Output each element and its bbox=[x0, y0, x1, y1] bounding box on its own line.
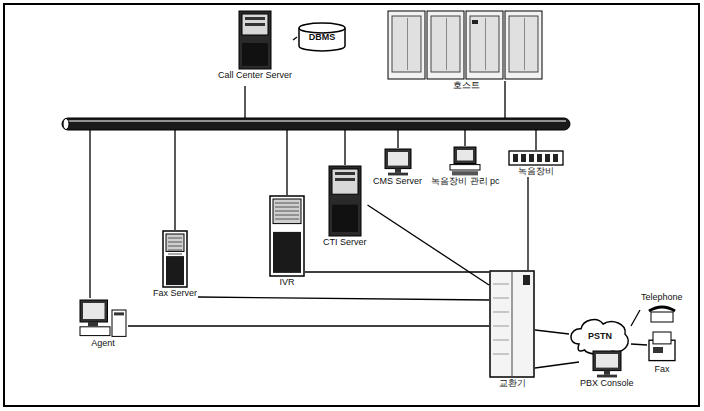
node-label: DBMS bbox=[308, 32, 337, 43]
node-label: PSTN bbox=[587, 331, 613, 342]
connector-line bbox=[527, 177, 528, 270]
connector-line bbox=[535, 362, 579, 368]
network-node: 호스트 bbox=[387, 10, 545, 91]
node-label: Agent bbox=[90, 338, 116, 349]
node-label: CMS Server bbox=[372, 176, 423, 187]
network-node: DBMS bbox=[297, 22, 347, 52]
pc-icon bbox=[448, 146, 482, 176]
node-label: 녹음장비 관리 pc bbox=[430, 176, 501, 187]
rack-icon bbox=[387, 10, 545, 80]
monitor-icon bbox=[383, 148, 413, 176]
node-label: Call Center Server bbox=[217, 70, 293, 81]
network-node: PBX Console bbox=[579, 350, 635, 389]
network-node: Fax Server bbox=[152, 230, 198, 299]
network-node: Agent bbox=[78, 298, 128, 349]
network-node: 녹음장비 관리 pc bbox=[430, 146, 501, 187]
network-node: CTI Server bbox=[322, 165, 368, 248]
frame-border bbox=[4, 4, 699, 406]
network-node: IVR bbox=[269, 195, 305, 288]
node-label: CTI Server bbox=[322, 237, 368, 248]
node-label: IVR bbox=[278, 277, 295, 288]
tower-icon bbox=[269, 195, 305, 277]
node-label: Fax bbox=[653, 364, 670, 375]
node-label: Telephone bbox=[640, 292, 684, 303]
monitor-icon bbox=[591, 350, 623, 378]
server-icon bbox=[328, 165, 362, 237]
cabinet-icon bbox=[489, 270, 535, 378]
connector-line bbox=[293, 37, 297, 40]
device-icon bbox=[508, 150, 564, 166]
network-bus bbox=[62, 118, 570, 130]
network-node: Telephone bbox=[640, 292, 684, 323]
network-node: PSTN bbox=[569, 316, 631, 356]
agent-icon bbox=[78, 298, 128, 338]
network-node: Fax bbox=[647, 330, 677, 375]
connector-line bbox=[631, 344, 647, 345]
phone-icon bbox=[647, 303, 677, 323]
connector-line bbox=[368, 205, 489, 285]
connector-line bbox=[198, 297, 489, 300]
connector-line bbox=[631, 310, 640, 326]
node-label: PBX Console bbox=[579, 378, 635, 389]
server-icon bbox=[238, 10, 272, 70]
network-node: 교환기 bbox=[489, 270, 535, 389]
network-node: CMS Server bbox=[372, 148, 423, 187]
network-node: 녹음장비 bbox=[508, 150, 564, 177]
connector-line bbox=[128, 325, 489, 326]
connector-line bbox=[305, 271, 489, 272]
connector-line bbox=[535, 330, 569, 334]
tower-icon bbox=[162, 230, 188, 288]
fax-icon bbox=[647, 330, 677, 364]
node-label: 교환기 bbox=[498, 378, 527, 389]
node-label: Fax Server bbox=[152, 288, 198, 299]
network-node: Call Center Server bbox=[217, 10, 293, 81]
node-label: 호스트 bbox=[452, 80, 481, 91]
node-label: 녹음장비 bbox=[517, 166, 555, 177]
bus-drops bbox=[90, 81, 536, 298]
